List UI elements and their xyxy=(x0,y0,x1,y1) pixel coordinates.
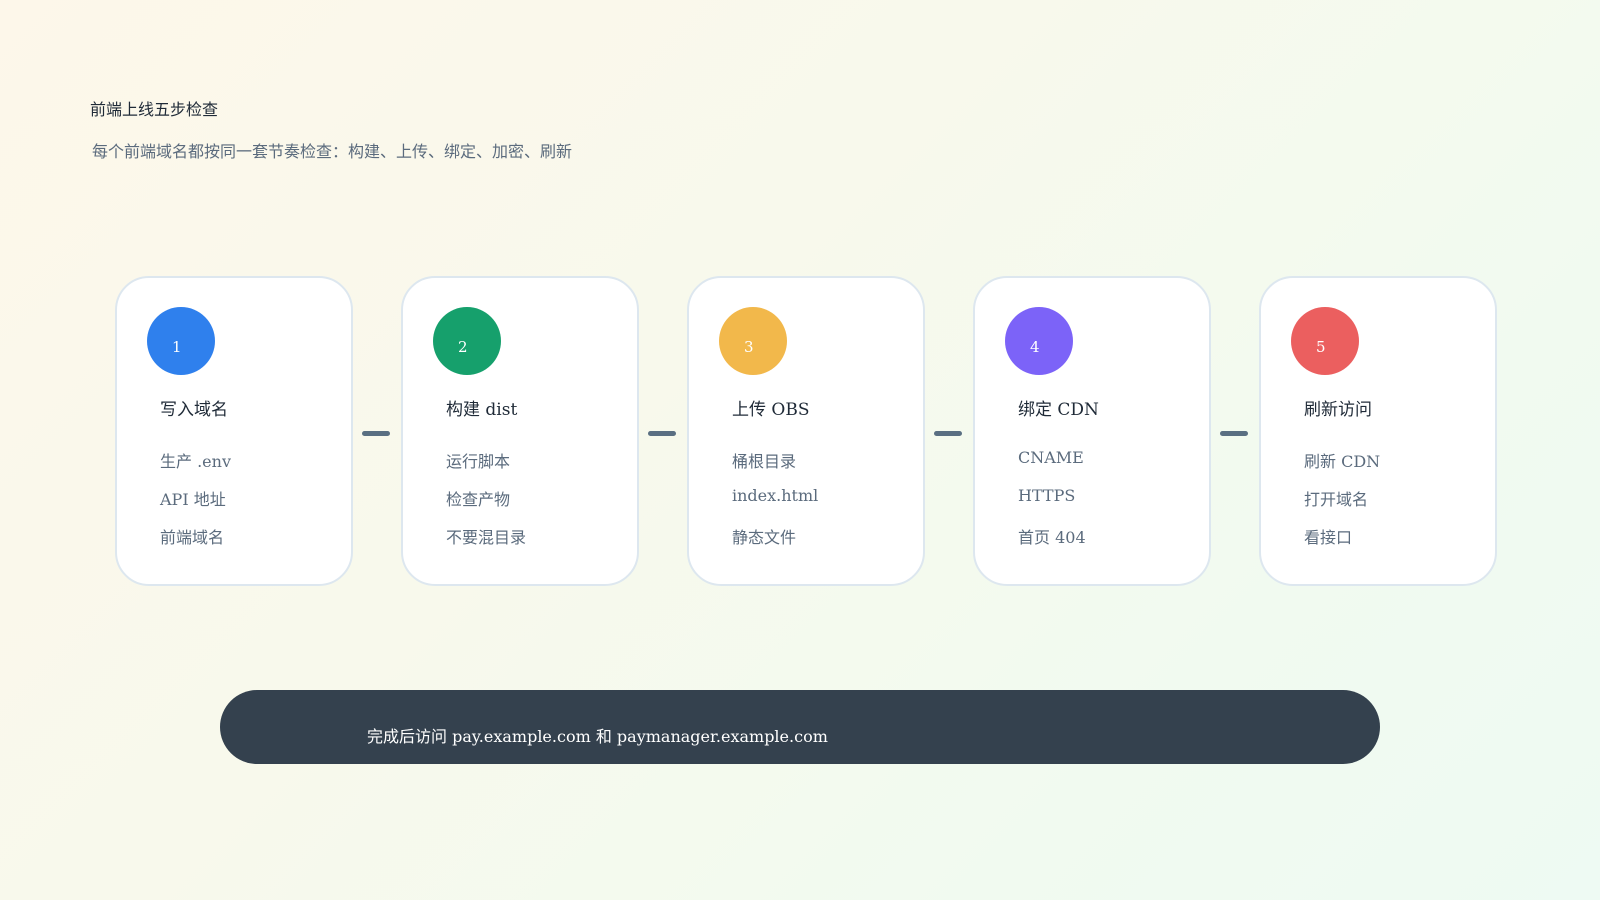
connector-2-3 xyxy=(648,431,676,436)
step-1-item-3: 前端域名 xyxy=(160,528,225,547)
step-card-1: 1 写入域名 生产 .env API 地址 前端域名 xyxy=(115,276,353,586)
step-title-1: 写入域名 xyxy=(160,400,228,420)
step-2-item-2: 检查产物 xyxy=(446,490,511,509)
step-number-badge-5: 5 xyxy=(1291,307,1359,375)
step-title-3: 上传 OBS xyxy=(732,400,810,420)
connector-4-5 xyxy=(1220,431,1248,436)
step-card-3: 3 上传 OBS 桶根目录 index.html 静态文件 xyxy=(687,276,925,586)
step-1-item-1: 生产 .env xyxy=(160,452,231,471)
footer-text: 完成后访问 pay.example.com 和 paymanager.examp… xyxy=(367,727,828,746)
step-number-3: 3 xyxy=(744,338,754,356)
step-number-2: 2 xyxy=(458,338,468,356)
page-title: 前端上线五步检查 xyxy=(90,100,219,119)
step-5-item-3: 看接口 xyxy=(1304,528,1353,547)
connector-1-2 xyxy=(362,431,390,436)
step-number-badge-3: 3 xyxy=(719,307,787,375)
step-2-item-1: 运行脚本 xyxy=(446,452,511,471)
step-number-5: 5 xyxy=(1316,338,1326,356)
page-subtitle: 每个前端域名都按同一套节奏检查：构建、上传、绑定、加密、刷新 xyxy=(92,142,573,161)
step-card-2: 2 构建 dist 运行脚本 检查产物 不要混目录 xyxy=(401,276,639,586)
step-number-4: 4 xyxy=(1030,338,1040,356)
footer-banner: 完成后访问 pay.example.com 和 paymanager.examp… xyxy=(220,690,1380,764)
step-5-item-2: 打开域名 xyxy=(1304,490,1369,509)
step-4-item-3: 首页 404 xyxy=(1018,528,1086,547)
step-2-item-3: 不要混目录 xyxy=(446,528,527,547)
step-3-item-1: 桶根目录 xyxy=(732,452,797,471)
step-title-5: 刷新访问 xyxy=(1304,400,1372,420)
step-title-4: 绑定 CDN xyxy=(1018,400,1099,420)
step-number-badge-2: 2 xyxy=(433,307,501,375)
step-5-item-1: 刷新 CDN xyxy=(1304,452,1381,471)
step-number-1: 1 xyxy=(172,338,182,356)
step-card-5: 5 刷新访问 刷新 CDN 打开域名 看接口 xyxy=(1259,276,1497,586)
step-3-item-3: 静态文件 xyxy=(732,528,797,547)
step-number-badge-4: 4 xyxy=(1005,307,1073,375)
step-number-badge-1: 1 xyxy=(147,307,215,375)
step-4-item-1: CNAME xyxy=(1018,448,1084,467)
step-4-item-2: HTTPS xyxy=(1018,486,1076,505)
connector-3-4 xyxy=(934,431,962,436)
step-title-2: 构建 dist xyxy=(446,400,518,420)
step-3-item-2: index.html xyxy=(732,486,819,505)
step-1-item-2: API 地址 xyxy=(160,490,226,509)
step-card-4: 4 绑定 CDN CNAME HTTPS 首页 404 xyxy=(973,276,1211,586)
